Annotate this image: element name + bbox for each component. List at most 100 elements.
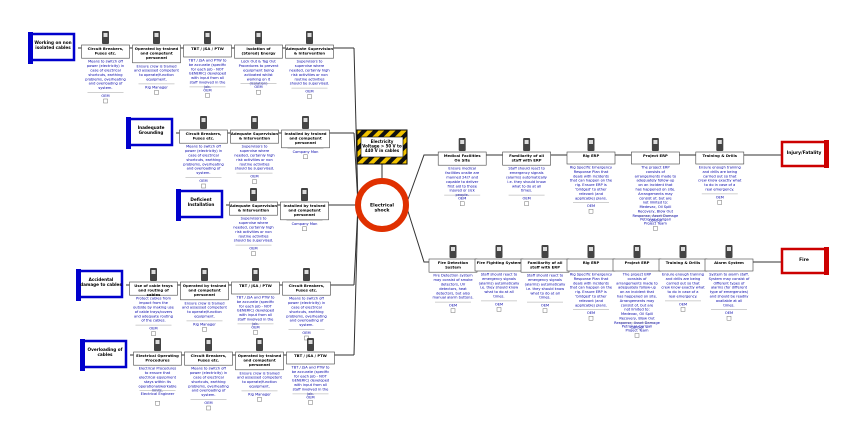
barrier-expand-icon[interactable] [680,307,686,312]
consequence-accent [824,247,829,275]
barrier-marker-window [589,140,593,144]
barrier-expand-icon[interactable] [496,307,502,312]
barrier-expand-icon[interactable] [257,397,262,402]
barrier-title: Rig ERP [583,153,600,158]
barrier-expand-icon[interactable] [307,94,312,99]
barrier-box[interactable]: Adequate Supervision& InterventionSuperv… [285,31,334,99]
barrier-expand-icon[interactable] [542,308,548,313]
barrier-owner: OEM [305,90,313,94]
barrier-expand-icon[interactable] [253,330,258,335]
barrier-expand-icon[interactable] [726,316,732,321]
barrier-title-box [133,351,182,366]
barrier-owner: Rig Manager [145,85,168,89]
barrier-box[interactable]: Circuit Breakers,Fuses etc.Means to swit… [282,268,331,341]
barrier-box[interactable]: Circuit Breakers,Fuses etc.Means to swit… [179,116,228,189]
barrier-expand-icon[interactable] [154,90,159,95]
barrier-expand-icon[interactable] [308,400,313,405]
consequence-box[interactable]: Injury/Fatality [780,140,829,168]
barrier-title: Circuit Breakers,Fuses etc. [191,353,227,362]
barrier-marker [256,338,263,351]
threat-accent [76,269,81,301]
barrier-marker-window [252,118,257,122]
barrier-expand-icon[interactable] [303,154,308,160]
barrier-expand-icon[interactable] [201,183,206,189]
barrier-box[interactable]: Circuit Breakers,Fuses etc.Means to swit… [184,338,233,411]
barrier-owner: OEM [587,204,595,208]
barrier-box[interactable]: Adequate Supervision& InterventionSuperv… [229,188,278,256]
barrier-title-box [183,44,232,58]
barrier-expand-icon[interactable] [450,308,456,313]
barrier-expand-icon[interactable] [155,401,160,406]
barrier-marker [495,245,503,258]
barrier-expand-icon[interactable] [717,200,722,205]
barrier-expand-icon[interactable] [205,93,210,98]
barrier-marker-window [151,270,156,274]
barrier-box[interactable]: Circuit Breakers,Fuses etc.Means to swit… [81,31,130,104]
barrier-owner: OEM [458,197,466,201]
barrier-expand-icon[interactable] [634,333,640,338]
barrier-expand-icon[interactable] [202,327,207,332]
barrier-expand-icon[interactable] [252,179,257,184]
barrier-owner: OEM [522,197,530,201]
barrier-expand-icon[interactable] [206,405,211,411]
barrier-expand-icon[interactable] [256,89,261,95]
barrier-marker [302,116,309,129]
barrier-title-box [281,129,330,149]
barrier-expand-icon[interactable] [251,251,256,256]
barrier-expand-icon[interactable] [103,98,108,104]
barrier-expand-icon[interactable] [302,226,307,232]
barrier-expand-icon[interactable] [524,201,529,206]
barrier-expand-icon[interactable] [653,226,658,231]
barrier-expand-icon[interactable] [588,208,594,214]
barrier-marker-window [308,340,313,344]
consequence-box[interactable]: Fire [780,247,829,275]
barrier-marker-window [205,33,210,37]
barrier-expand-icon[interactable] [151,331,156,336]
barrier-expand-icon[interactable] [460,201,465,206]
barrier-marker [449,245,457,258]
barrier-owner: OEM [306,395,314,399]
barrier-box[interactable]: Adequate Supervision& InterventionSuperv… [230,116,279,184]
barrier-expand-icon[interactable] [588,316,594,321]
